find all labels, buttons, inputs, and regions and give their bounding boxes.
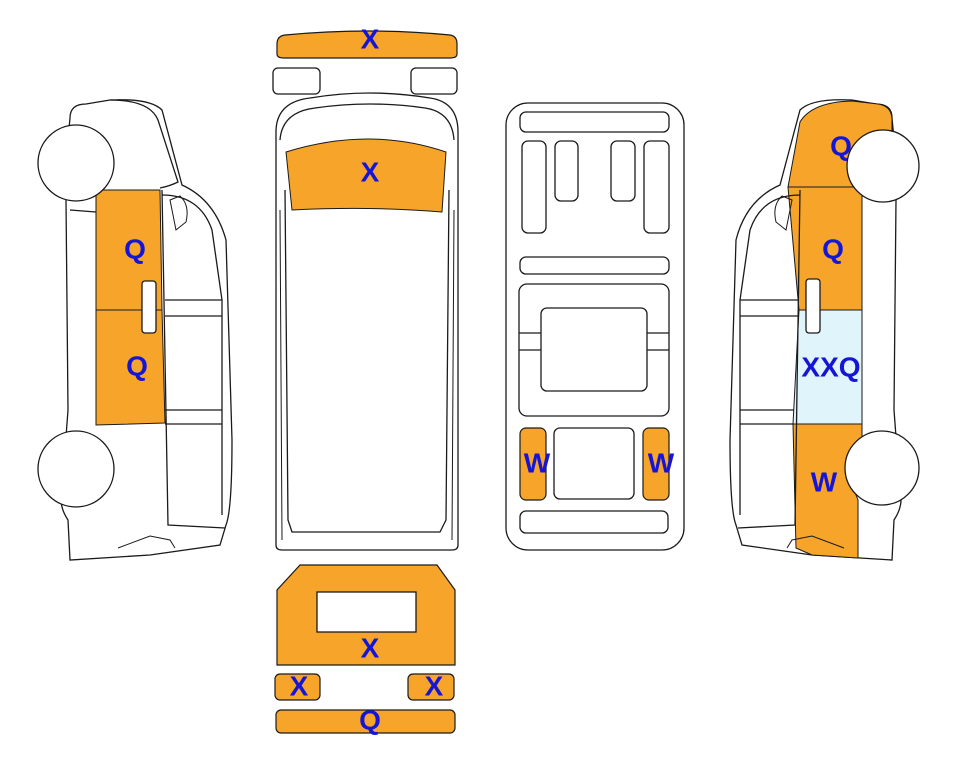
roof-front-edge-panel[interactable] [276,30,458,59]
rear-bumper[interactable] [275,709,456,734]
right-rear-quarter-marker: W [811,466,838,497]
right-side-view: Q Q XXQ W [729,99,920,561]
left-front-wheel [37,124,115,202]
right-sliding-door-marker: XXQ [801,351,860,382]
right-door-handle [805,278,821,334]
underside-left-rocker[interactable] [519,427,547,501]
rear-light-right[interactable] [407,673,455,701]
rear-light-right-marker: X [425,670,444,701]
windshield-marker: X [361,156,380,187]
left-front-door-panel[interactable] [95,309,166,426]
rear-light-left-marker: X [290,670,309,701]
left-rear-wheel [37,430,115,508]
rear-bumper-marker: Q [359,704,381,735]
right-front-fender-marker: Q [830,130,852,161]
left-door-handle [141,280,157,334]
top-right-mirror [410,67,458,95]
windshield-panel[interactable] [285,138,447,213]
top-left-mirror [272,67,321,95]
rear-window [316,591,417,633]
underside-right-rocker[interactable] [642,427,670,501]
underside-view: W W [505,102,685,551]
left-front-door-marker: Q [126,350,148,381]
left-front-fender-marker: Q [124,233,146,264]
right-front-wheel [846,129,920,203]
left-side-view: Q Q [37,99,233,561]
right-rear-wheel [844,430,920,506]
rear-view: X X X Q [274,564,456,735]
right-front-door-marker: Q [822,233,844,264]
roof-front-edge-marker: X [361,23,380,54]
underside-left-rocker-marker: W [524,447,551,478]
top-view: X X [272,23,459,551]
underside-right-rocker-marker: W [648,447,675,478]
rear-panel-marker: X [361,632,380,663]
rear-light-left[interactable] [274,673,321,701]
